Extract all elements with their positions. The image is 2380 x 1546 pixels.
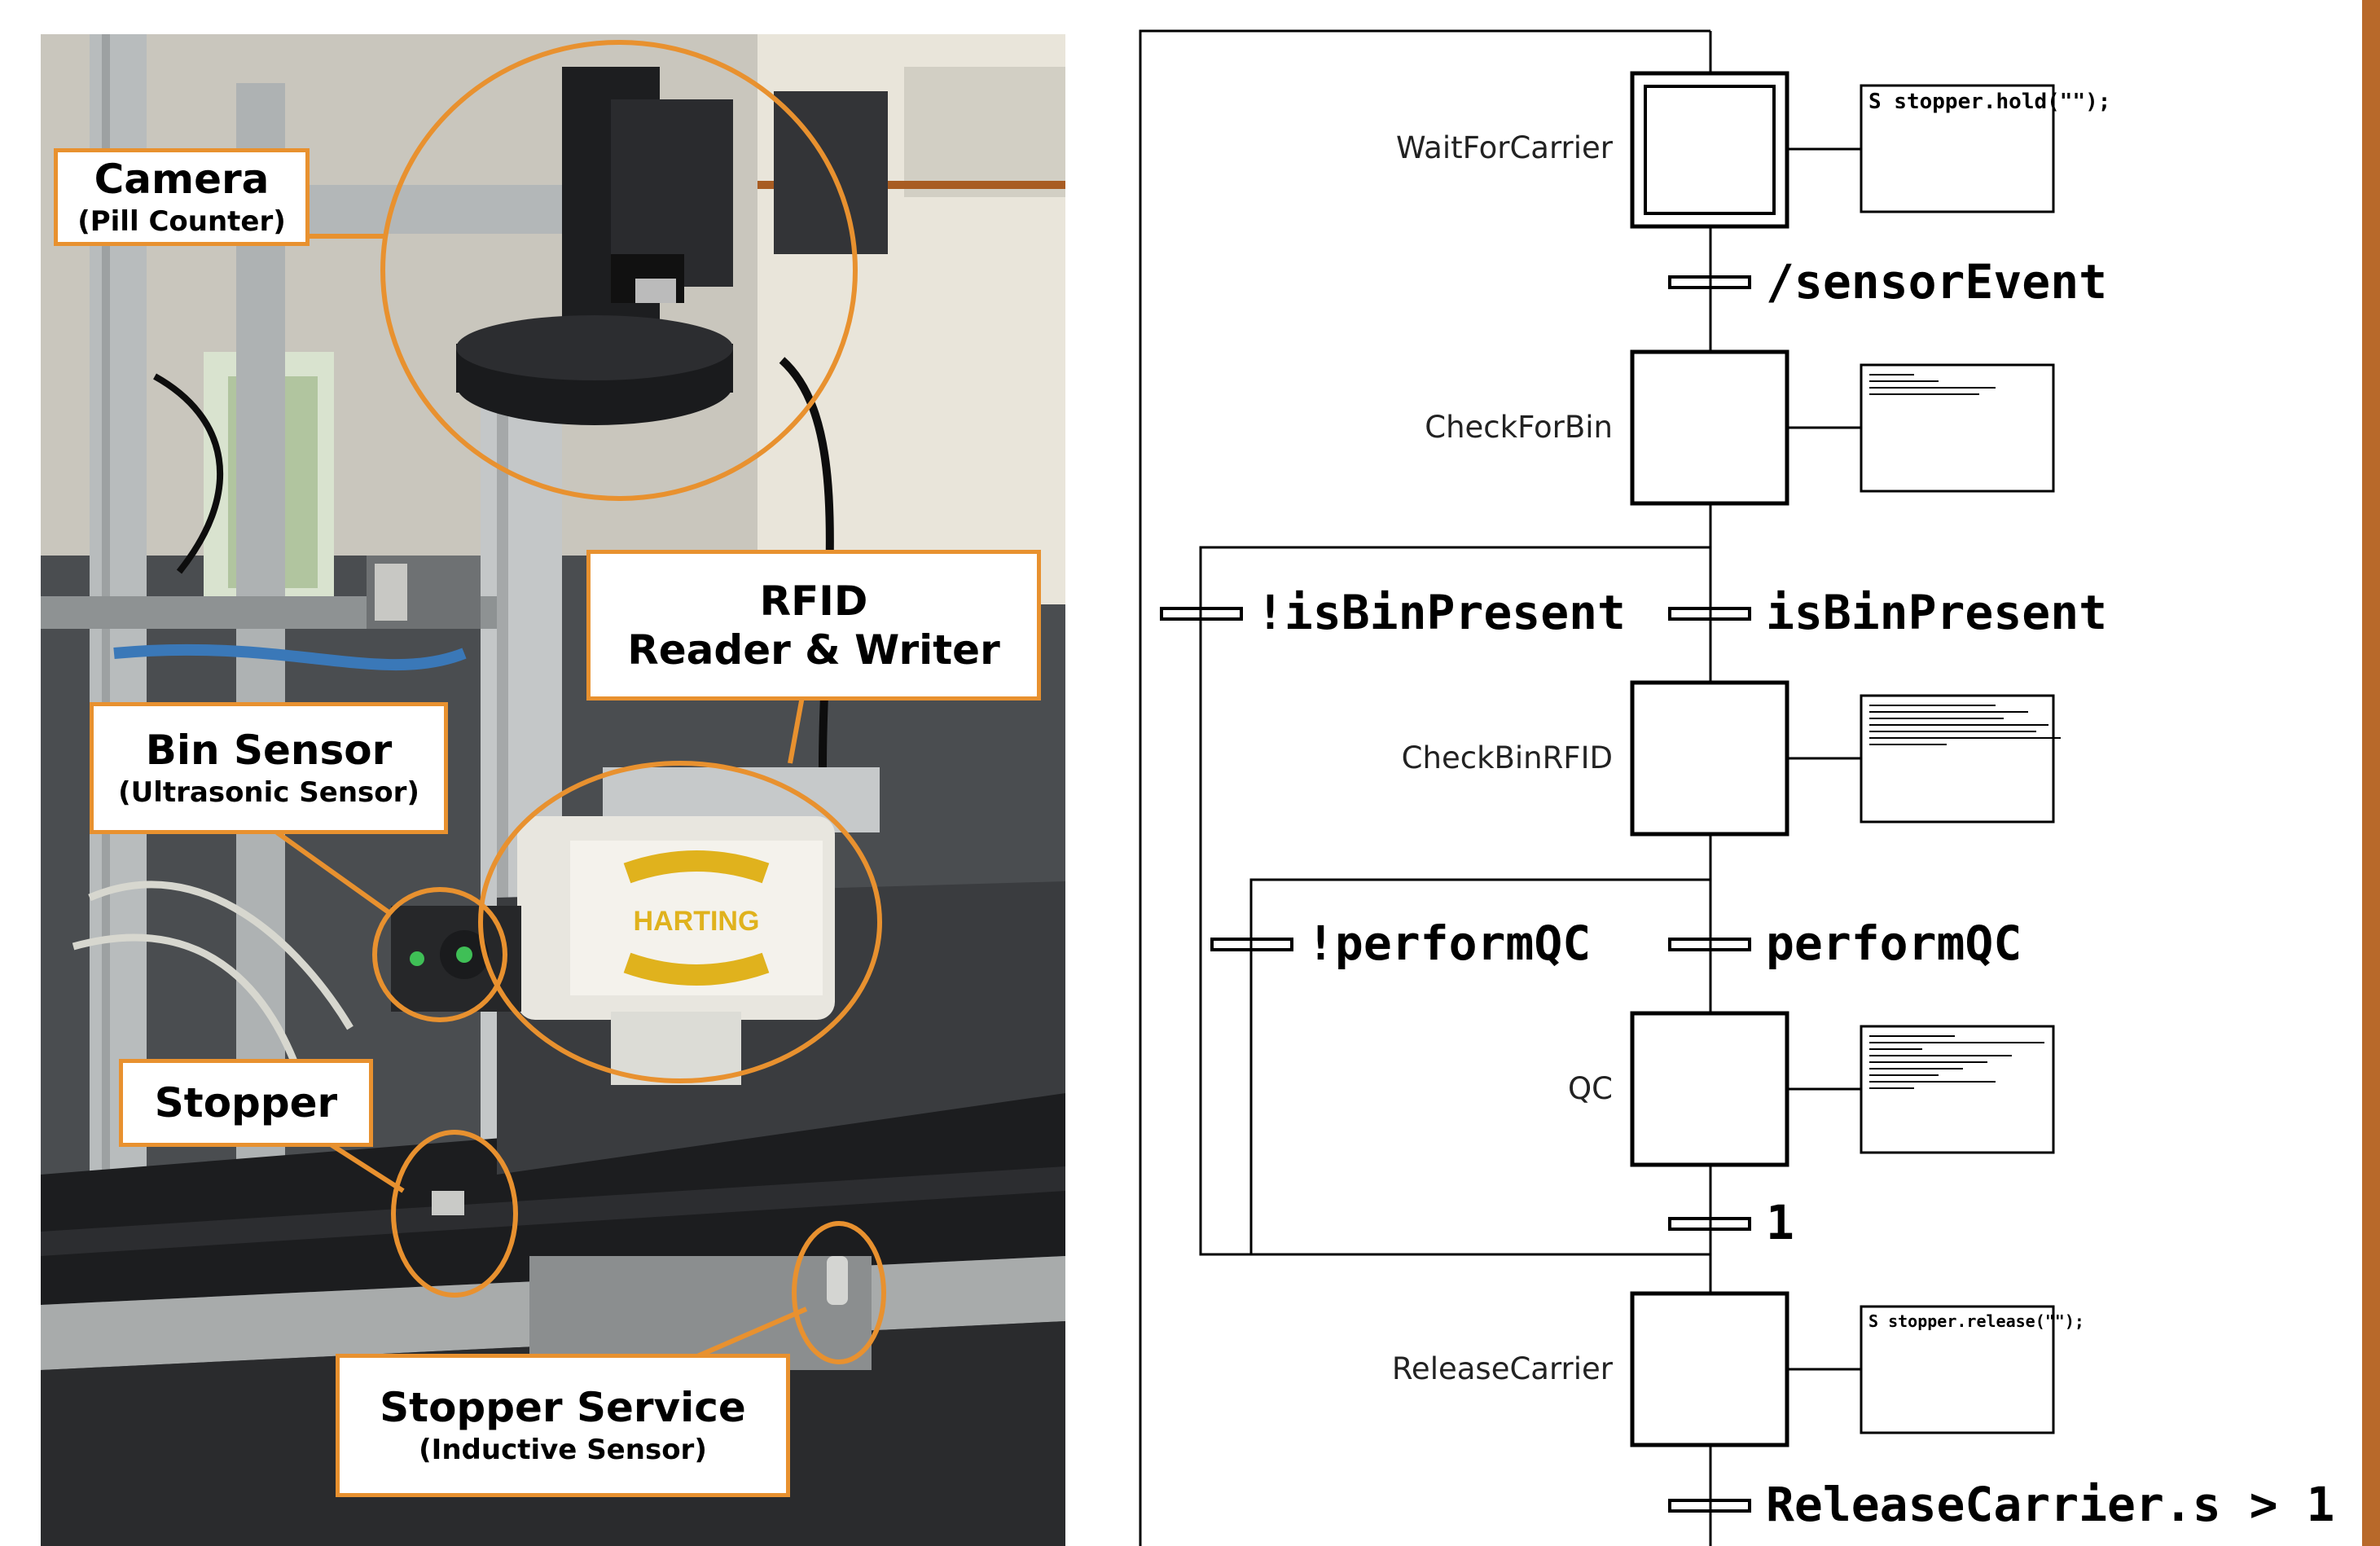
stopper-service-label-title: Stopper Service bbox=[380, 1383, 746, 1431]
action-scribble-checkbinrfid bbox=[1869, 705, 2061, 745]
step-name-checkforbin: CheckForBin bbox=[1425, 410, 1613, 445]
branch-line-not-perform-qc bbox=[1249, 878, 1710, 1254]
rfid-label-line1: RFID bbox=[759, 577, 868, 625]
action-box-qc bbox=[1860, 1025, 2055, 1154]
action-text-waitforcarrier: S stopper.hold(""); bbox=[1868, 90, 2111, 114]
transition-bar-performqc bbox=[1668, 938, 1751, 951]
action-text-releasecarrier: S stopper.release(""); bbox=[1868, 1311, 2084, 1331]
condition-sensorevent: /sensorEvent bbox=[1766, 254, 2108, 310]
page-edge-border bbox=[2362, 0, 2380, 1546]
action-box-releasecarrier bbox=[1860, 1305, 2055, 1434]
transition-bar-always bbox=[1668, 1217, 1751, 1231]
transition-bar-sensorevent bbox=[1668, 275, 1751, 289]
transition-bar-releasedone bbox=[1668, 1499, 1751, 1513]
camera-label: Camera (Pill Counter) bbox=[54, 148, 310, 246]
condition-not-perform-qc: !performQC bbox=[1306, 916, 1592, 971]
step-box-releasecarrier bbox=[1630, 1291, 1789, 1447]
step-box-waitforcarrier-inner bbox=[1644, 85, 1776, 215]
stopper-service-label: Stopper Service (Inductive Sensor) bbox=[336, 1354, 790, 1497]
action-box-waitforcarrier bbox=[1860, 84, 2055, 213]
outer-return-line bbox=[1139, 29, 1710, 1546]
condition-perform-qc: performQC bbox=[1766, 916, 2022, 971]
hardware-photo-illustration: HARTING bbox=[41, 34, 1065, 1546]
sfc-diagram: WaitForCarrier CheckForBin CheckBinRFID … bbox=[1132, 0, 2380, 1546]
step-box-waitforcarrier bbox=[1630, 71, 1789, 229]
bin-sensor-label: Bin Sensor (Ultrasonic Sensor) bbox=[90, 702, 448, 834]
step-name-qc: QC bbox=[1568, 1071, 1613, 1106]
transition-bar-isbinpresent bbox=[1668, 607, 1751, 621]
camera-label-title: Camera bbox=[94, 155, 270, 203]
stopper-label-title: Stopper bbox=[154, 1079, 338, 1127]
hardware-photo: HARTING Camera (Pill Counter) RFID Reade… bbox=[41, 34, 1065, 1546]
stopper-label: Stopper bbox=[119, 1059, 373, 1147]
transition-bar-not-bin-present bbox=[1160, 607, 1243, 621]
step-box-checkbinrfid bbox=[1630, 680, 1789, 837]
step-box-qc bbox=[1630, 1011, 1789, 1167]
transition-bar-not-perform-qc bbox=[1210, 938, 1293, 951]
step-name-releasecarrier: ReleaseCarrier bbox=[1391, 1351, 1613, 1386]
condition-bin-present: isBinPresent bbox=[1766, 585, 2108, 640]
sfc-diagram-lines bbox=[1139, 29, 2061, 1546]
action-scribble-qc bbox=[1869, 1035, 2044, 1089]
action-box-checkforbin bbox=[1860, 363, 2055, 493]
step-box-checkforbin bbox=[1630, 349, 1789, 506]
action-box-checkbinrfid bbox=[1860, 694, 2055, 824]
condition-release-done: ReleaseCarrier.s > 1 bbox=[1766, 1477, 2335, 1532]
step-name-waitforcarrier: WaitForCarrier bbox=[1395, 130, 1613, 165]
camera-label-subtitle: (Pill Counter) bbox=[77, 204, 286, 238]
condition-not-bin-present: !isBinPresent bbox=[1256, 585, 1626, 640]
stopper-service-label-subtitle: (Inductive Sensor) bbox=[419, 1433, 707, 1466]
branch-line-not-bin-present bbox=[1199, 546, 1710, 1256]
rfid-label: RFID Reader & Writer bbox=[586, 550, 1041, 701]
harting-logo: HARTING bbox=[634, 906, 760, 937]
condition-always: 1 bbox=[1766, 1195, 1794, 1250]
bin-sensor-label-title: Bin Sensor bbox=[145, 726, 393, 774]
step-name-checkbinrfid: CheckBinRFID bbox=[1401, 740, 1613, 775]
bin-sensor-label-subtitle: (Ultrasonic Sensor) bbox=[118, 775, 419, 809]
rfid-label-line2: Reader & Writer bbox=[627, 626, 1000, 674]
action-scribble-checkforbin bbox=[1869, 374, 1996, 395]
